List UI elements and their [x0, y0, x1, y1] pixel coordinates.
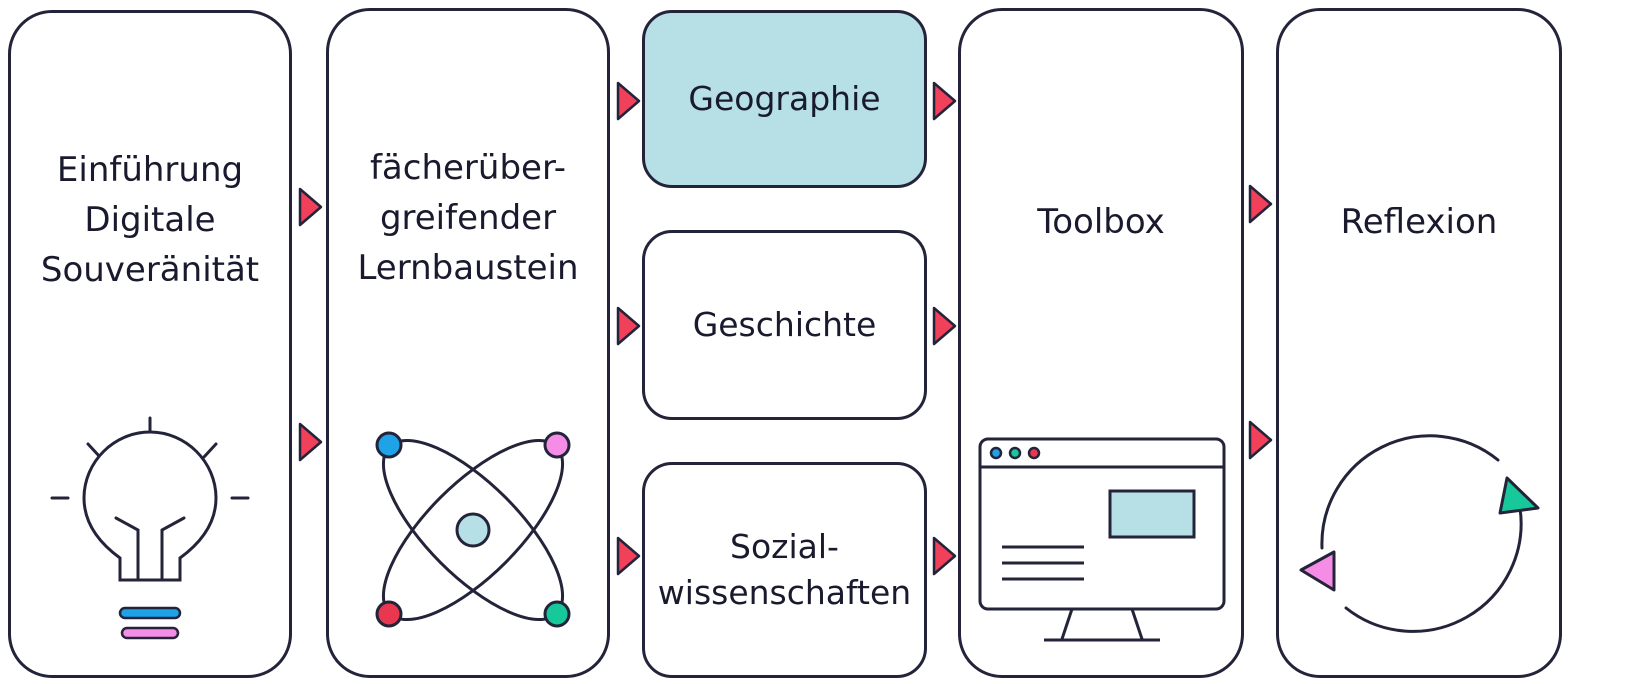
- browser-window-icon: [978, 437, 1226, 642]
- arrow-right-icon: [298, 422, 323, 462]
- card-toolbox-label: Toolbox: [1037, 202, 1165, 242]
- arrow-right-icon: [932, 536, 957, 576]
- card-geschichte-label: Geschichte: [692, 305, 877, 344]
- arrow-right-icon: [932, 306, 957, 346]
- lightbulb-icon: [50, 416, 250, 640]
- card-einfuehrung-label: Einführung Digitale Souveränität: [40, 150, 260, 290]
- card-geographie: Geographie: [642, 10, 927, 188]
- card-geschichte: Geschichte: [642, 230, 927, 420]
- card-lernbaustein: fächerüber- greifender Lernbaustein: [326, 8, 610, 678]
- arrow-right-icon: [616, 81, 641, 121]
- card-reflexion-label: Reflexion: [1340, 202, 1498, 242]
- card-sozialwissenschaften: Sozial- wissenschaften: [642, 462, 927, 678]
- cycle-arrows-icon: [1299, 434, 1540, 633]
- arrow-right-icon: [616, 306, 641, 346]
- card-lernbaustein-label: fächerüber- greifender Lernbaustein: [357, 148, 579, 288]
- atom-icon: [375, 431, 571, 628]
- card-geographie-label: Geographie: [688, 79, 881, 118]
- arrow-right-icon: [616, 536, 641, 576]
- arrow-right-icon: [298, 187, 323, 227]
- card-sozialwissenschaften-label: Sozial- wissenschaften: [657, 527, 912, 612]
- arrow-right-icon: [932, 81, 957, 121]
- arrow-right-icon: [1248, 184, 1273, 224]
- arrow-right-icon: [1248, 420, 1273, 460]
